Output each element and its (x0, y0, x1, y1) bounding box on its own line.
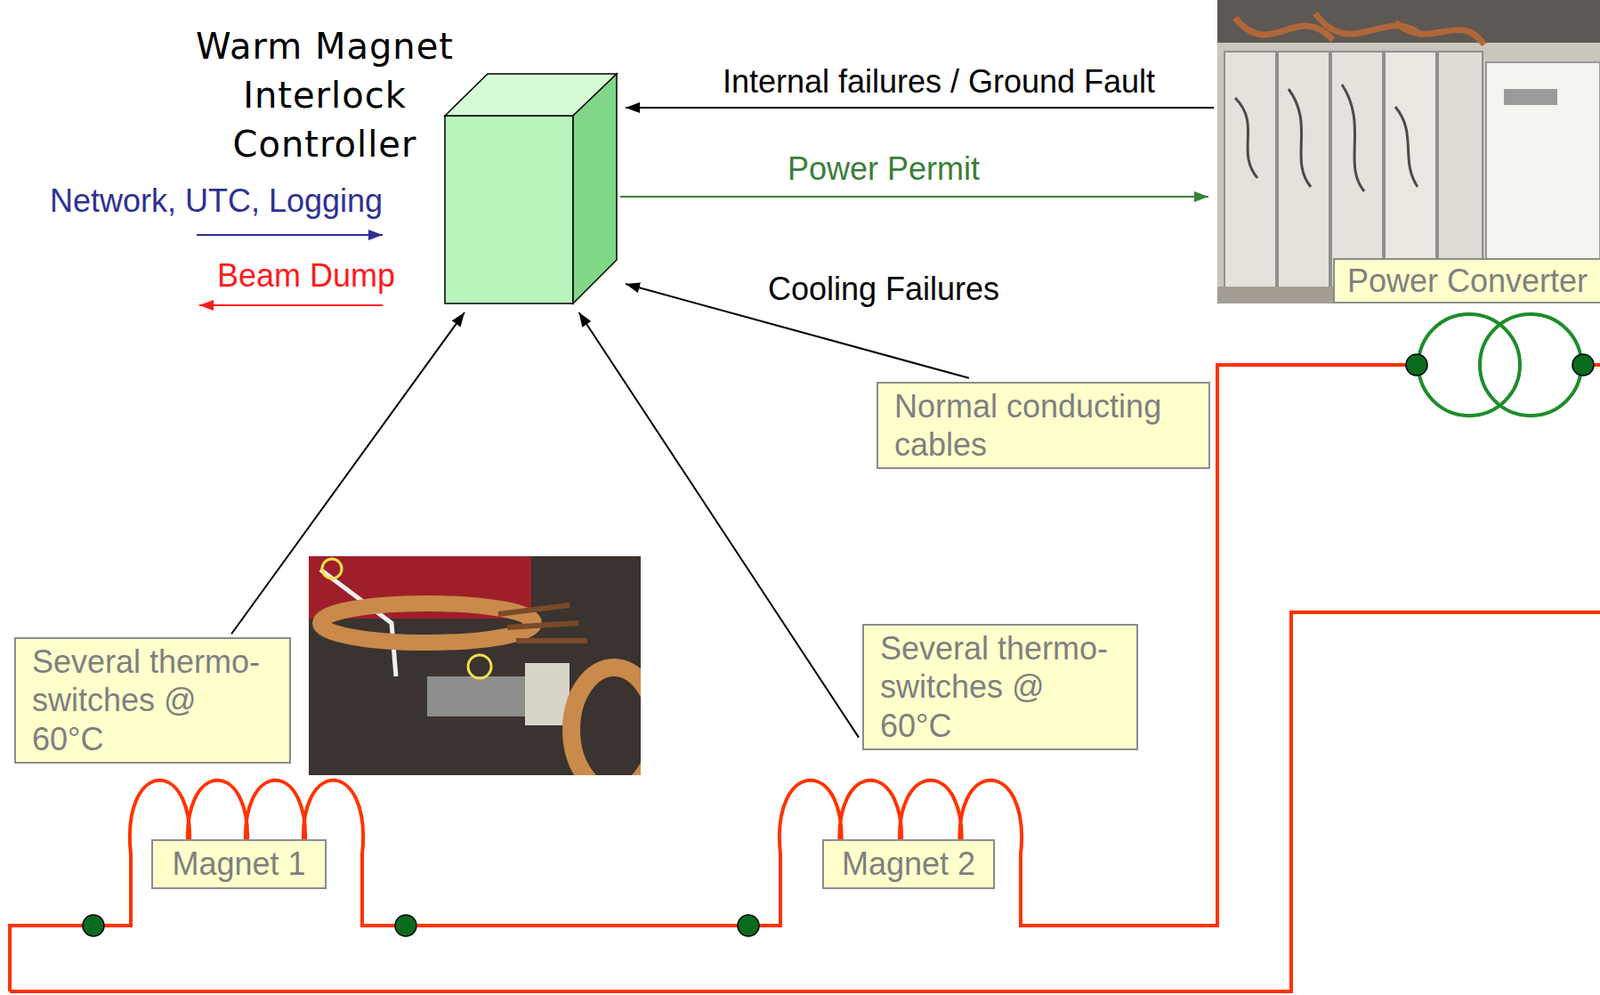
signal-label: Beam Dump (213, 256, 399, 295)
node-label: Magnet 1 (160, 844, 318, 883)
node-label: Several thermo-switches @ 60°C (880, 629, 1121, 745)
power-converter-photo (1217, 0, 1600, 304)
note-box: Several thermo-switches @ 60°C (862, 623, 1139, 751)
photo-insulator (525, 662, 570, 726)
sensor-marker (468, 654, 492, 679)
edge-label: Cooling Failures (764, 269, 1003, 308)
photo-vent (1503, 88, 1558, 106)
terminal-dot (1406, 354, 1428, 376)
magnet-photo (308, 556, 641, 776)
cube-side (573, 73, 617, 304)
signal-arrow (199, 304, 383, 307)
photo-ground (1217, 0, 1600, 304)
photo-hose (320, 569, 396, 677)
photo-cabinet (1224, 51, 1277, 292)
photo-wiring (1235, 84, 1418, 192)
photo-leads (498, 605, 588, 641)
node-label: Several thermo-switches @ 60°C (32, 642, 274, 759)
current-source-symbol (1479, 314, 1582, 416)
conductor-wire (9, 612, 1600, 992)
signal-arrow (579, 312, 859, 738)
cube-front (444, 115, 574, 304)
signal-arrow (625, 106, 1214, 109)
node-label: Magnet 2 (831, 844, 986, 883)
photo-ground (308, 556, 641, 776)
conductor-wire (9, 364, 1419, 992)
node-label: Normal conducting cables (894, 387, 1193, 464)
edge-label: Internal failures / Ground Fault (719, 62, 1159, 101)
photo-coil (571, 667, 641, 776)
controller-cube (444, 73, 617, 304)
signal-arrow (231, 312, 465, 634)
terminal-dot (82, 914, 105, 937)
photo-cabinet (1438, 51, 1483, 292)
sensor-marker (322, 558, 342, 579)
controller-box: Warm Magnet Interlock Controller (444, 73, 617, 304)
note-box: Several thermo-switches @ 60°C (14, 637, 291, 764)
power-converter: Power Converter (1217, 0, 1600, 304)
node-label: Power Converter (1333, 258, 1600, 304)
signal-label: Network, UTC, Logging (46, 181, 387, 220)
note-box: Normal conducting cables (876, 381, 1211, 469)
node-heading: Warm Magnet Interlock Controller (173, 22, 477, 170)
terminal-dot (737, 914, 760, 937)
signal-arrow (620, 195, 1209, 198)
photo-cabinet (1331, 51, 1383, 292)
terminal-dot (395, 914, 417, 937)
current-source-symbol (1418, 314, 1520, 416)
magnet-box: Magnet 1 (151, 839, 327, 889)
edge-label: Power Permit (783, 149, 984, 188)
terminal-dot (1572, 354, 1594, 376)
signal-arrow (196, 234, 383, 236)
magnet-box: Magnet 2 (822, 839, 995, 889)
photo-cables (1235, 13, 1485, 45)
photo-coil (320, 603, 534, 643)
